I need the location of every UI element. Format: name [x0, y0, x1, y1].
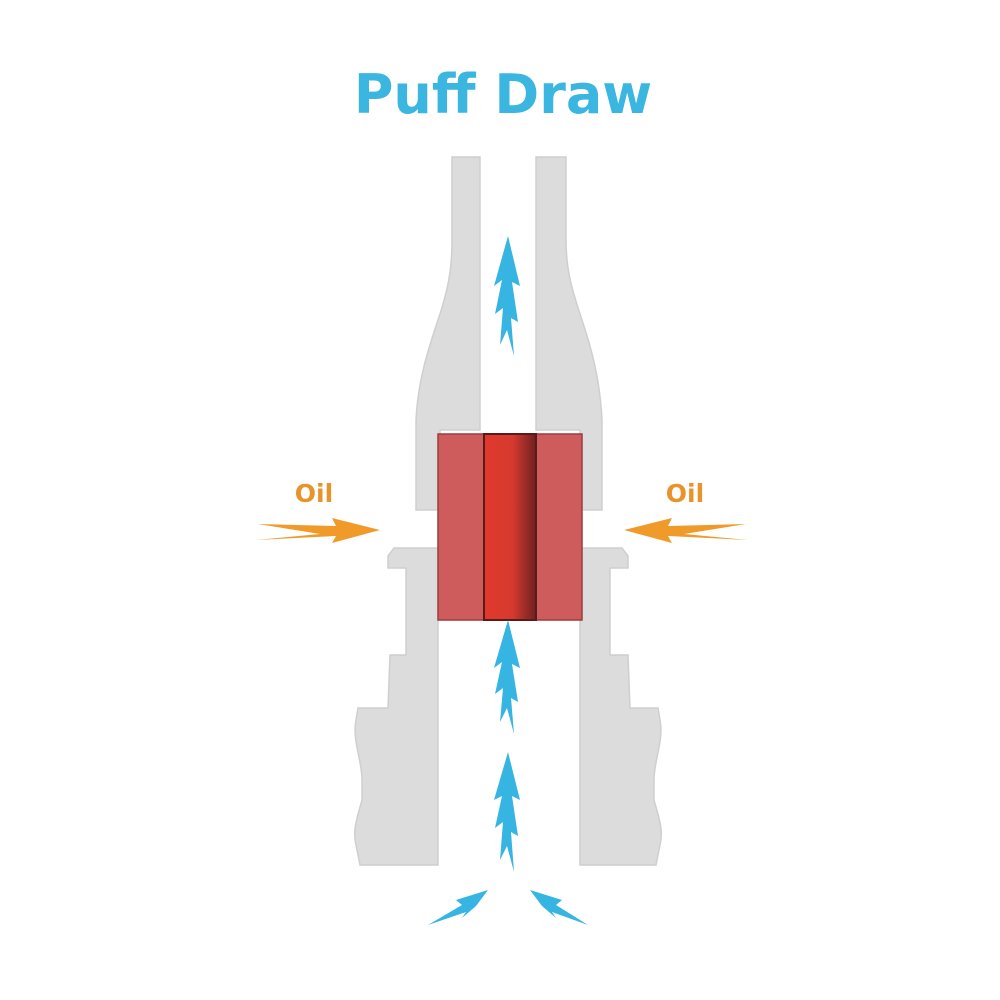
airflow-arrows	[428, 236, 588, 925]
air-arrow-up-bottom	[494, 752, 520, 872]
air-arrow-inlet-left	[428, 890, 488, 925]
oil-arrow-right	[624, 518, 748, 543]
mouthpiece-left-wall	[415, 156, 481, 511]
oil-arrow-left	[256, 518, 380, 543]
coil-core	[483, 433, 537, 621]
air-arrow-inlet-right	[530, 890, 588, 925]
base-left-wall	[353, 547, 439, 866]
base-right-wall	[579, 547, 663, 866]
oil-label-left: Oil	[295, 479, 333, 508]
heating-coil	[437, 433, 583, 621]
air-arrow-up-top	[494, 236, 520, 356]
air-arrow-up-middle	[494, 620, 520, 734]
diagram-title: Puff Draw	[354, 63, 652, 126]
oil-arrows	[256, 518, 748, 543]
mouthpiece-right-wall	[535, 156, 603, 511]
oil-label-right: Oil	[666, 479, 704, 508]
